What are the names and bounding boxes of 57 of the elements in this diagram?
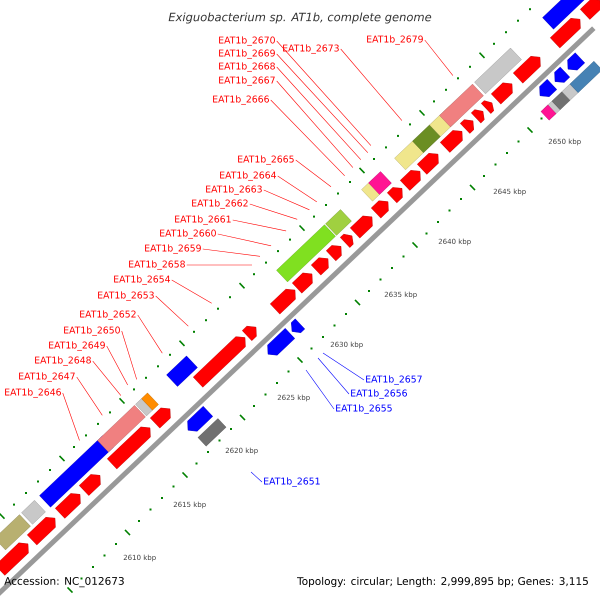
leader-line bbox=[277, 176, 318, 202]
gene-label: EAT1b_2667 bbox=[219, 76, 275, 86]
leader-line bbox=[202, 248, 260, 257]
leader-line bbox=[250, 472, 262, 482]
gene-label: EAT1b_2668 bbox=[219, 62, 275, 72]
leader-line bbox=[106, 346, 128, 386]
gene-label: EAT1b_2663 bbox=[206, 185, 262, 195]
gene-label: EAT1b_2650 bbox=[64, 326, 120, 336]
gene-label: EAT1b_2669 bbox=[219, 49, 275, 59]
leader-line bbox=[306, 370, 334, 410]
gene-label: EAT1b_2656 bbox=[351, 389, 407, 399]
leader-line bbox=[276, 54, 368, 153]
leader-line bbox=[318, 358, 350, 394]
leader-line bbox=[232, 220, 286, 232]
gene-label: EAT1b_2665 bbox=[238, 155, 294, 165]
leader-line bbox=[276, 40, 372, 146]
gene-label: EAT1b_2673 bbox=[283, 44, 339, 54]
gene-label: EAT1b_2646 bbox=[5, 388, 61, 398]
leader-line bbox=[424, 40, 454, 76]
leader-line bbox=[270, 100, 345, 176]
gene-label: EAT1b_2679 bbox=[367, 35, 423, 45]
leader-line bbox=[263, 190, 310, 210]
gene-label: EAT1b_2661 bbox=[175, 215, 231, 225]
gene-label: EAT1b_2653 bbox=[98, 291, 154, 301]
gene-label: EAT1b_2658 bbox=[129, 260, 185, 270]
gene-label: EAT1b_2651 bbox=[264, 477, 320, 487]
gene-label: EAT1b_2648 bbox=[35, 356, 91, 366]
gene-label: EAT1b_2664 bbox=[220, 171, 276, 181]
gene-label: EAT1b_2655 bbox=[336, 404, 392, 414]
leader-line bbox=[186, 264, 252, 266]
gene-label: EAT1b_2666 bbox=[213, 95, 269, 105]
gene-label: EAT1b_2660 bbox=[160, 229, 216, 239]
gene-label: EAT1b_2647 bbox=[19, 372, 75, 382]
gene-label: EAT1b_2654 bbox=[114, 275, 170, 285]
leader-line bbox=[155, 296, 189, 326]
leader-line bbox=[276, 66, 362, 160]
leader-line bbox=[276, 80, 354, 168]
leader-line bbox=[322, 352, 364, 380]
leader-line bbox=[62, 392, 80, 441]
leader-line bbox=[137, 314, 163, 354]
info-text: Topology: circular; Length: 2,999,895 bp; Genes: 3,115 bbox=[297, 576, 588, 588]
gene-label: EAT1b_2659 bbox=[145, 244, 201, 254]
leader-line bbox=[76, 376, 103, 416]
leader-line bbox=[121, 330, 137, 380]
gene-label: EAT1b_2670 bbox=[219, 36, 275, 46]
gene-label: EAT1b_2657 bbox=[366, 375, 422, 385]
title: Exiguobacterium sp. AT1b, complete genome bbox=[168, 12, 432, 24]
info-text: Accession: NC_012673 bbox=[4, 576, 124, 588]
gene-label: EAT1b_2652 bbox=[80, 310, 136, 320]
leader-line bbox=[217, 234, 272, 246]
leader-line bbox=[92, 360, 122, 396]
leader-line bbox=[295, 160, 332, 187]
gene-label: EAT1b_2649 bbox=[49, 341, 105, 351]
gene-label: EAT1b_2662 bbox=[192, 199, 248, 209]
leader-line bbox=[171, 280, 212, 304]
leader-line bbox=[249, 204, 298, 220]
leader-line bbox=[340, 48, 402, 121]
